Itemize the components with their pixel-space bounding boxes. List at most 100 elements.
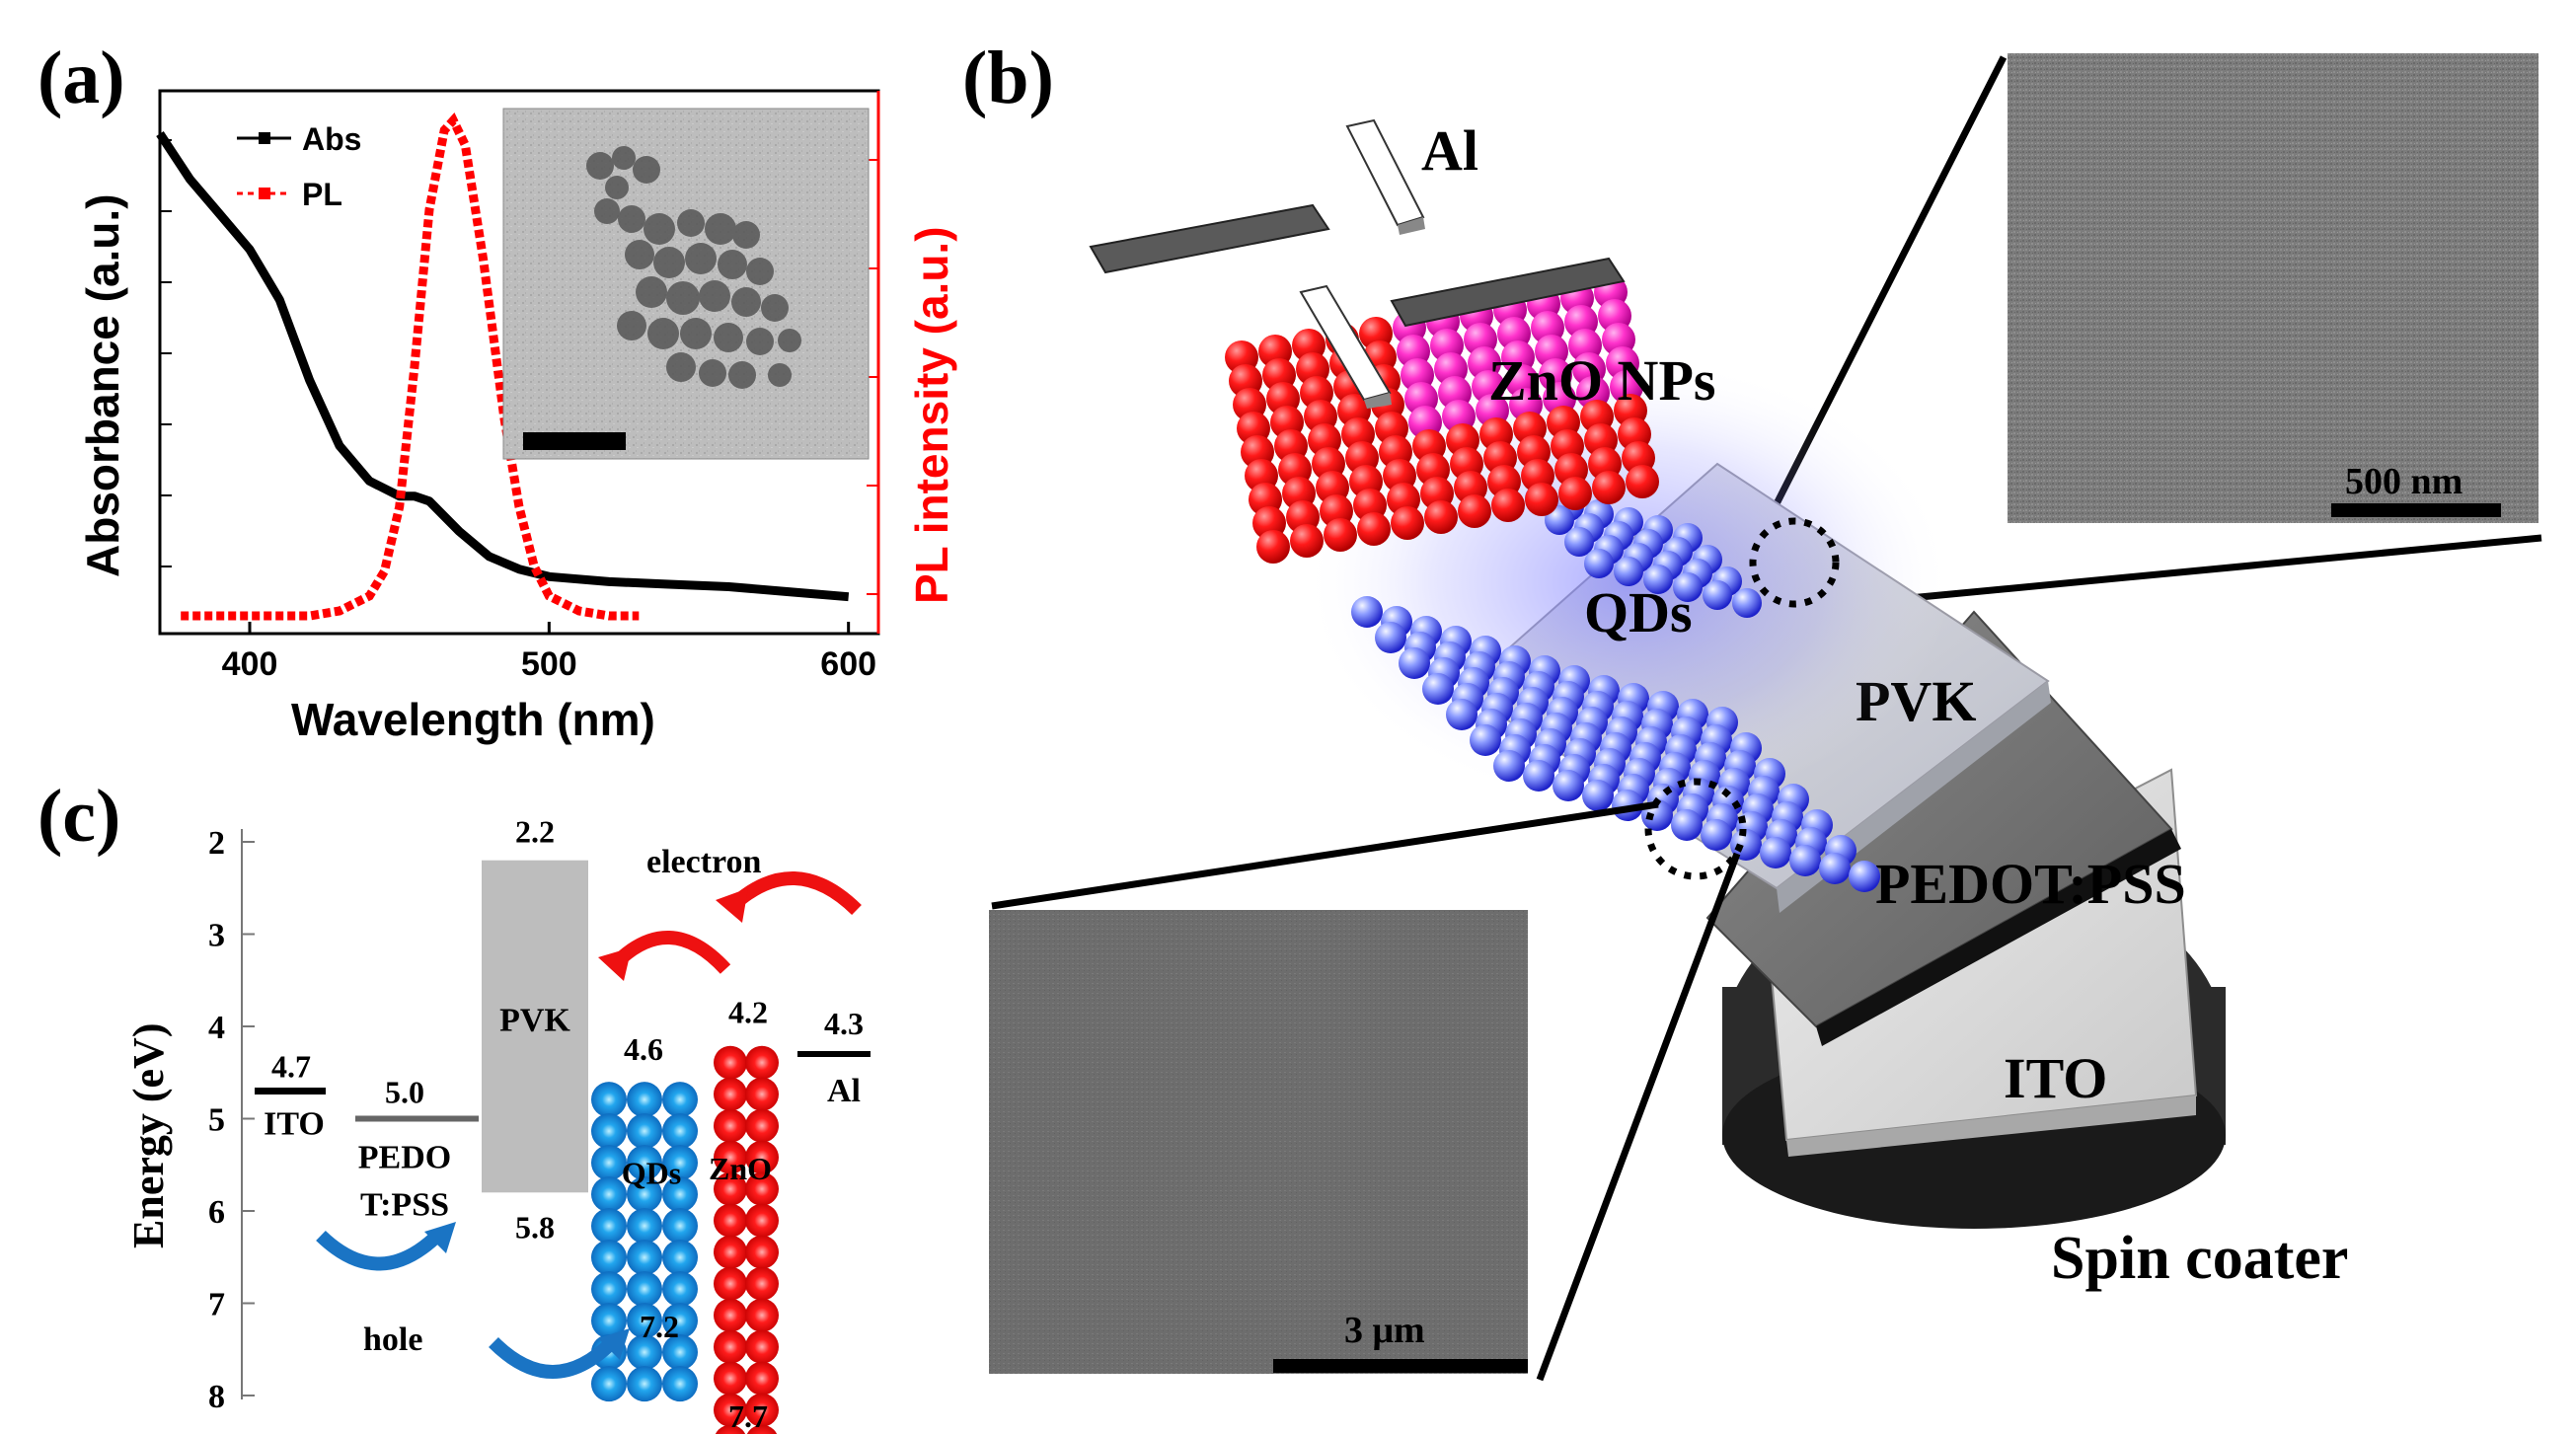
qd-sphere xyxy=(1351,596,1383,628)
pedot-name-1: PEDO xyxy=(358,1140,451,1176)
zno-dot xyxy=(745,1203,779,1238)
zno-sphere xyxy=(1491,489,1525,522)
x-tick-label: 400 xyxy=(222,645,278,683)
qds-name: QDs xyxy=(622,1156,681,1191)
arrow-head xyxy=(716,888,748,923)
qd-sphere xyxy=(1375,622,1406,653)
qd-sphere xyxy=(1614,557,1643,586)
pedot-value: 5.0 xyxy=(385,1075,424,1110)
zno-sphere xyxy=(1357,512,1391,546)
qd-sphere xyxy=(1446,699,1477,730)
qd-dot xyxy=(662,1240,698,1276)
qd-dot xyxy=(627,1334,662,1371)
qd-sphere xyxy=(1545,505,1574,535)
zno-sphere xyxy=(1290,524,1324,558)
series-abs-line xyxy=(156,131,850,602)
qd-dot xyxy=(591,1082,627,1118)
ito-value: 4.7 xyxy=(271,1048,311,1084)
zno-dot xyxy=(745,1045,779,1080)
qd-dot xyxy=(627,1208,662,1245)
qds-homo: 7.2 xyxy=(640,1309,679,1344)
pvk-homo: 5.8 xyxy=(515,1209,555,1245)
qd-sphere xyxy=(1819,853,1851,884)
pedot-name-2: T:PSS xyxy=(360,1187,449,1224)
al-electrodes: Al xyxy=(1089,118,1626,409)
zno-dot xyxy=(745,1108,779,1143)
zno-dot xyxy=(745,1329,779,1364)
qd-dot xyxy=(627,1176,662,1213)
zno-dot xyxy=(714,1361,747,1396)
qd-dot xyxy=(627,1113,662,1150)
al-name: Al xyxy=(827,1073,861,1109)
zno-sphere xyxy=(1558,477,1592,510)
qd-sphere xyxy=(1849,861,1880,892)
panel-b: (b) 500 nm ITO PEDOT:PSS xyxy=(962,37,2542,1382)
qd-dot xyxy=(662,1271,698,1308)
legend-abs: Abs xyxy=(302,121,361,157)
zno-dot xyxy=(745,1140,779,1174)
y-axis-label-right: PL intensity (a.u.) xyxy=(906,226,957,604)
arrow-head xyxy=(424,1222,456,1253)
qd-dot xyxy=(662,1176,698,1213)
zno-dot xyxy=(714,1077,747,1111)
energy-tick-label: 2 xyxy=(208,825,225,862)
qd-dot xyxy=(662,1303,698,1339)
pvk-bar xyxy=(482,860,588,1193)
callout-line xyxy=(1536,852,1741,1382)
zoom-circle-top xyxy=(1749,517,1840,608)
qd-sphere xyxy=(1470,724,1501,756)
zno-dot xyxy=(714,1140,747,1174)
qd-sphere xyxy=(1584,549,1614,578)
qd-dot xyxy=(591,1240,627,1276)
pvk-lumo: 2.2 xyxy=(515,814,555,850)
sem-top-scale-bar xyxy=(2331,503,2501,517)
qd-sphere xyxy=(1701,819,1732,851)
qd-sphere xyxy=(1760,837,1791,868)
qd-sphere xyxy=(1523,760,1554,792)
x-axis-label: Wavelength (nm) xyxy=(291,694,655,745)
tem-scale-bar xyxy=(523,432,626,450)
qd-dot xyxy=(662,1145,698,1181)
energy-axis-label: Energy (eV) xyxy=(124,1023,173,1249)
qd-dot xyxy=(591,1208,627,1245)
qd-dot xyxy=(662,1208,698,1245)
zno-dot xyxy=(714,1393,747,1427)
zno-dot xyxy=(714,1298,747,1332)
al-label: Al xyxy=(1421,118,1478,183)
qd-sphere xyxy=(1673,572,1703,602)
zno-sphere xyxy=(1256,530,1290,564)
sem-bottom-scale-bar xyxy=(1273,1359,1528,1373)
zno-sphere xyxy=(1626,465,1659,498)
zno-dot xyxy=(714,1171,747,1206)
x-tick-label: 500 xyxy=(521,645,577,683)
qd-sphere xyxy=(1582,780,1614,811)
zno-dot xyxy=(714,1266,747,1301)
energy-tick-label: 8 xyxy=(208,1379,225,1415)
energy-tick-label: 6 xyxy=(208,1194,225,1231)
qd-dot xyxy=(591,1303,627,1339)
zno-sphere xyxy=(1324,518,1357,552)
zno-dot xyxy=(746,1424,778,1434)
qd-dot xyxy=(662,1334,698,1371)
zno-dot xyxy=(714,1045,747,1080)
zno-dot xyxy=(745,1266,779,1301)
zno-sphere xyxy=(1592,471,1626,504)
qd-sphere xyxy=(1553,770,1584,801)
qd-sphere xyxy=(1789,845,1821,876)
sem-top-scale-label: 500 nm xyxy=(2345,461,2462,502)
qd-sphere xyxy=(1732,588,1762,618)
legend: Abs PL xyxy=(237,121,361,212)
zno-sphere xyxy=(1525,483,1558,516)
qd-sphere xyxy=(1703,580,1732,610)
left-axis-ticks xyxy=(160,139,172,567)
qd-sphere xyxy=(1493,750,1525,782)
energy-tick-label: 5 xyxy=(208,1102,225,1139)
qds-label: QDs xyxy=(1584,580,1693,644)
hole-label: hole xyxy=(363,1321,422,1358)
zno-dot xyxy=(745,1361,779,1396)
panel-label-b: (b) xyxy=(962,37,1054,119)
